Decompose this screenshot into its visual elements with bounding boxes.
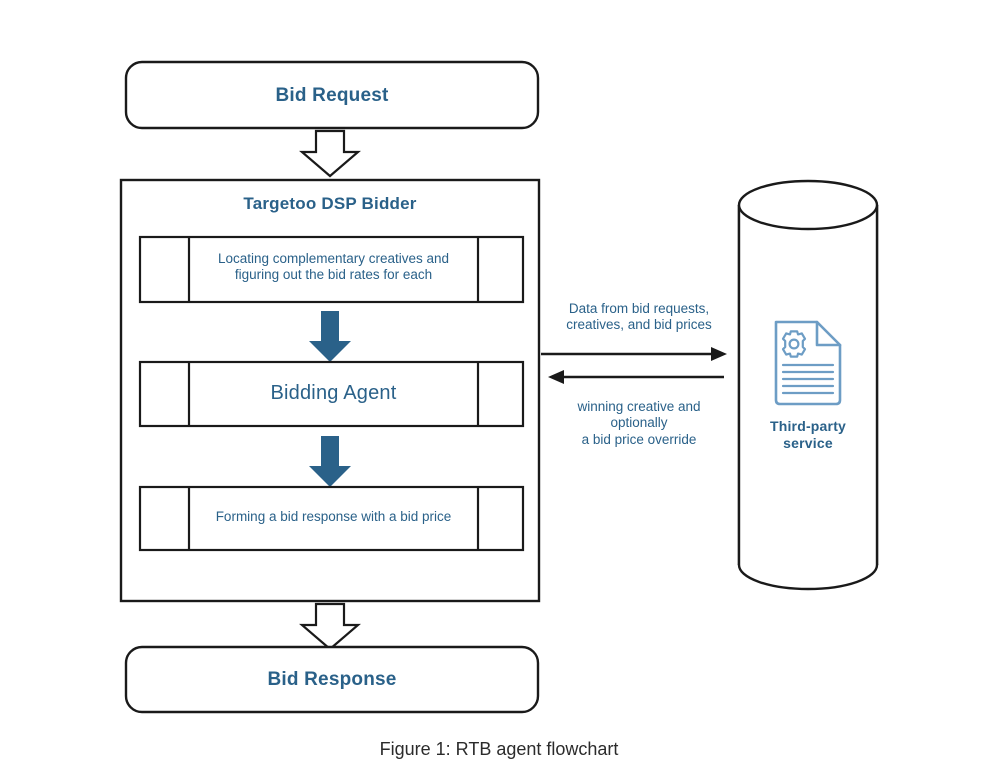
targetoo-container-title: Targetoo DSP Bidder <box>243 194 417 213</box>
arrow-inbound-from-service <box>548 370 724 384</box>
step-forming-shape[interactable] <box>138 485 525 552</box>
figure-caption: Figure 1: RTB agent flowchart <box>379 739 619 759</box>
third-party-service-label: Third-party service <box>769 418 847 452</box>
arrow-container-to-response <box>299 602 361 651</box>
step-bidding-agent-shape[interactable] <box>138 360 525 428</box>
step-forming-label: Forming a bid response with a bid price <box>215 509 452 524</box>
inbound-edge-label: winning creative and optionally a bid pr… <box>577 399 701 447</box>
arrow-locating-to-agent <box>309 311 351 362</box>
outbound-edge-label: Data from bid requests, creatives, and b… <box>566 301 712 333</box>
arrow-outbound-to-service <box>541 347 727 361</box>
step-locating-label: Locating complementary creatives and fig… <box>217 251 450 283</box>
step-locating-shape[interactable] <box>138 235 525 304</box>
arrow-request-to-container <box>299 129 361 178</box>
bid-response-box[interactable] <box>124 645 540 714</box>
arrow-agent-to-forming <box>309 436 351 487</box>
bid-request-box[interactable] <box>124 60 540 130</box>
step-bidding-agent-label: Bidding Agent <box>270 382 397 404</box>
bid-response-label: Bid Response <box>267 669 397 690</box>
document-gear-icon <box>774 320 842 406</box>
bid-request-label: Bid Request <box>275 85 389 106</box>
